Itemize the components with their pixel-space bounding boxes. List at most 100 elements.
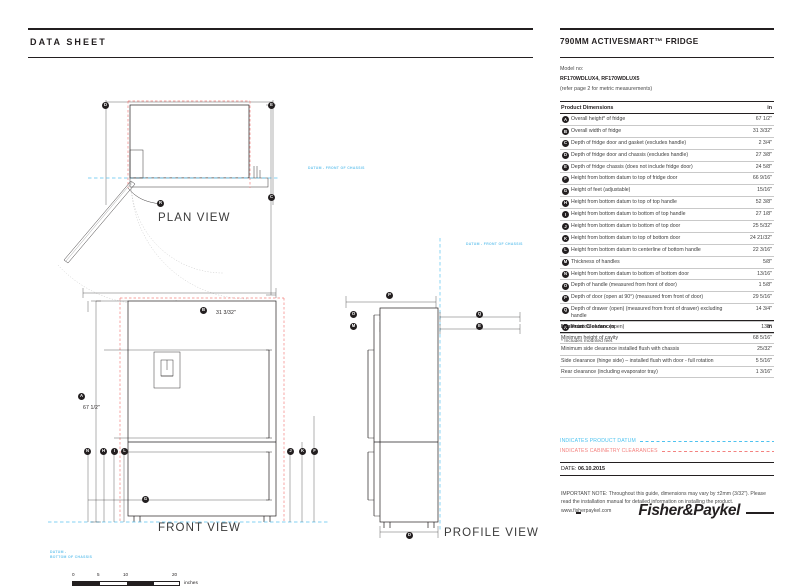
row-marker-i: I — [562, 211, 569, 219]
row-marker-cell: C — [560, 140, 571, 148]
dimensions-footnote: * Includes mounted feet — [561, 339, 613, 345]
row-marker-cell: F — [560, 175, 571, 183]
row-description: Height from bottom datum to bottom of to… — [571, 211, 686, 218]
row-value: 1 5/8" — [758, 282, 772, 289]
dimensions-table-header: Product Dimensions in — [560, 101, 774, 114]
legend: INDICATES PRODUCT DATUM INDICATES CABINE… — [560, 436, 774, 456]
spec-title-underline — [560, 57, 774, 58]
row-marker-c: C — [562, 140, 569, 148]
row-marker-g: G — [562, 187, 569, 195]
drawing-marker-h: H — [100, 448, 107, 455]
data-sheet-page: DATA SHEET .ln { stroke:#231f20; stroke-… — [28, 28, 774, 586]
row-value: 67 1/2" — [755, 116, 772, 122]
row-marker-cell: D — [560, 151, 571, 159]
clearances-header-unit: in — [767, 323, 772, 330]
top-rule — [28, 28, 533, 30]
row-value: 27 3/8" — [755, 151, 772, 158]
row-description: Height from bottom datum to top of fridg… — [571, 175, 678, 182]
drawing-marker-d2: D — [406, 532, 413, 539]
row-marker-cell: P — [560, 294, 571, 302]
row-description: Depth of fridge door and chassis (exclud… — [571, 151, 689, 158]
drawing-marker-g: G — [142, 496, 149, 503]
datum-label-bottom: DATUM - BOTTOM OF CHASSIS — [50, 550, 93, 559]
drawing-marker-n: N — [84, 448, 91, 455]
drawing-marker-e: E — [268, 102, 275, 109]
table-row: Side clearance (hinge side) – installed … — [560, 356, 774, 367]
scale-tick-20: 20 — [172, 572, 178, 577]
product-title: 790MM ACTIVESMART™ FRIDGE — [560, 37, 699, 46]
technical-drawing: .ln { stroke:#231f20; stroke-width:.7; f… — [28, 60, 538, 586]
row-description: Minimum side clearance installed flush w… — [561, 346, 680, 353]
row-marker-o: O — [562, 282, 569, 290]
date-line: DATE: 06.10.2015 — [560, 463, 774, 475]
row-value: 25 5/32" — [752, 223, 772, 230]
drawing-marker-q: Q — [476, 311, 483, 318]
row-description: Thickness of handles — [571, 258, 620, 265]
drawings-panel: DATA SHEET .ln { stroke:#231f20; stroke-… — [28, 28, 538, 586]
legend-cabinetry-text: INDICATES CABINETRY CLEARANCES — [560, 448, 658, 454]
row-description: Overall height* of fridge — [571, 116, 626, 122]
model-label: Model no: — [560, 66, 584, 72]
metric-note: (refer page 2 for metric measurements) — [560, 85, 653, 92]
row-marker-cell: J — [560, 223, 571, 231]
row-marker-b: B — [562, 128, 569, 136]
important-note: IMPORTANT NOTE: Throughout this guide, d… — [561, 491, 766, 514]
row-description: Depth of door (open at 90°) (measured fr… — [571, 294, 704, 301]
scale-bar: 0 5 10 20 inches — [72, 572, 202, 586]
row-value: 5 5/16" — [755, 357, 772, 364]
row-marker-a: A — [562, 116, 569, 124]
row-description: Depth of drawer (open) (measured from fr… — [571, 306, 723, 319]
row-marker-cell: G — [560, 187, 571, 195]
title-underline — [28, 57, 533, 58]
row-marker-cell: Q — [560, 306, 571, 314]
scale-tick-10: 10 — [123, 572, 129, 577]
row-marker-d: D — [562, 151, 569, 159]
page-title: DATA SHEET — [30, 37, 107, 47]
dimension-overall-height: 67 1/2" — [83, 405, 100, 411]
scale-unit-label: inches — [184, 581, 198, 586]
row-marker-cell: K — [560, 235, 571, 243]
row-marker-cell: B — [560, 128, 571, 136]
drawing-marker-b: B — [200, 307, 207, 314]
model-numbers: RF170WDLUX4, RF170WDLUX5 — [560, 75, 640, 82]
date-value: 06.10.2015 — [577, 466, 605, 473]
row-value: 68 5/16" — [752, 335, 772, 341]
row-description: Depth of fridge door and gasket (exclude… — [571, 139, 687, 146]
row-value: 52 3/8" — [755, 199, 772, 206]
row-value: 14 3/4" — [755, 306, 772, 313]
brand-rule-right — [746, 512, 774, 514]
drawing-marker-p: P — [386, 292, 393, 299]
date-block: DATE: 06.10.2015 — [560, 462, 774, 477]
drawing-marker-k: K — [299, 448, 306, 455]
spec-top-rule — [560, 28, 774, 30]
date-label: DATE: — [561, 466, 577, 473]
datum-label-profile: DATUM - FRONT OF CHASSIS — [466, 242, 523, 246]
legend-product-datum: INDICATES PRODUCT DATUM — [560, 436, 774, 446]
row-description: Height from bottom datum to bottom of to… — [571, 223, 681, 230]
row-marker-r: R — [562, 324, 569, 332]
row-marker-cell: L — [560, 247, 571, 255]
profile-view-label: PROFILE VIEW — [444, 527, 539, 539]
row-marker-cell: M — [560, 258, 571, 266]
row-marker-cell: N — [560, 270, 571, 278]
model-block: Model no: RF170WDLUX4, RF170WDLUX5 (refe… — [560, 65, 774, 94]
dimensions-header-unit: in — [767, 104, 772, 111]
plan-view-label: PLAN VIEW — [158, 212, 231, 224]
row-marker-cell: A — [560, 116, 571, 124]
row-marker-cell: R — [560, 324, 571, 332]
row-marker-e: E — [562, 163, 569, 171]
row-description: Height from bottom datum to centerline o… — [571, 246, 701, 253]
dimension-overall-width: 31 3/32" — [216, 310, 236, 316]
row-value: 15/16" — [757, 187, 772, 194]
date-rule-top — [560, 462, 774, 464]
scale-segment-2 — [127, 582, 154, 585]
scale-segment-1 — [73, 582, 100, 585]
